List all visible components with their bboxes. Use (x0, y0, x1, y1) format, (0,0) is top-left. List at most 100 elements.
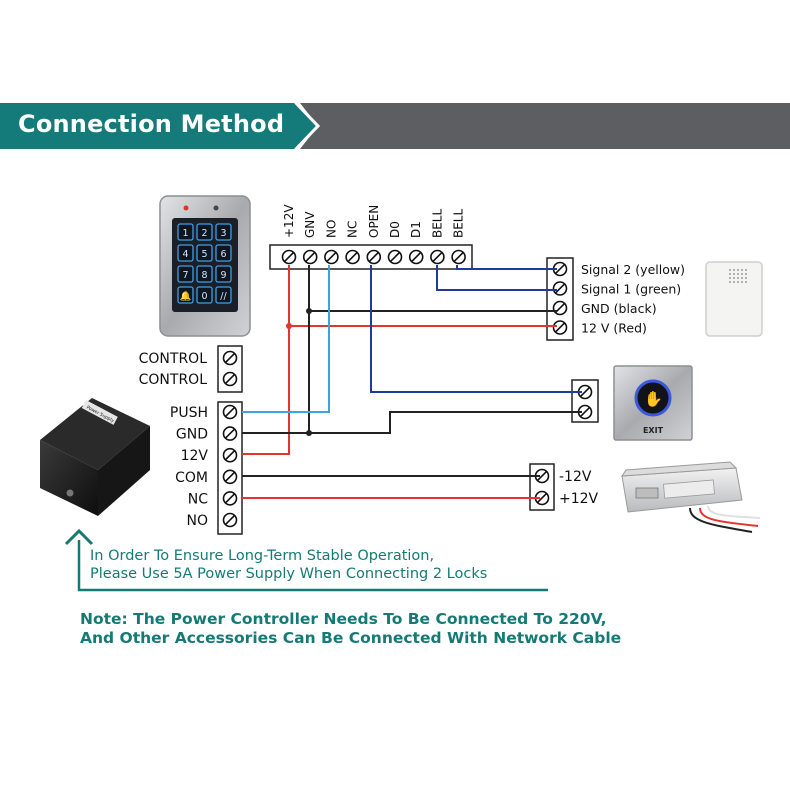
note-arrow (64, 528, 548, 592)
wire-keypad-no-to-psu-push (242, 265, 330, 413)
lock-connector (635, 487, 659, 499)
psu-main-labels: PUSH GND 12V COM NC NO (170, 405, 209, 529)
keypad-key-label: 2 (201, 228, 207, 239)
keypad-terminal-label: NO (324, 220, 338, 238)
terminal-screw-icon (366, 249, 382, 265)
terminal-screw-icon (451, 249, 466, 265)
keypad-key-label: 4 (182, 249, 188, 260)
keypad-terminal-label: OPEN (367, 205, 381, 238)
psu-terminal-label: GND (176, 427, 208, 443)
doorbell-terminal-screws (552, 261, 568, 335)
doorbell-terminal-label: 12 V (Red) (581, 321, 647, 336)
wire-junctions (286, 308, 312, 436)
note-arrow-head-icon (64, 528, 94, 546)
lock-terminal-label: -12V (559, 469, 592, 485)
terminal-screw-icon (222, 512, 238, 528)
terminal-screw-icon (324, 249, 339, 265)
psu-label-plate (81, 400, 118, 425)
psu-indicator-icon (66, 489, 74, 497)
terminal-screw-icon (222, 426, 238, 441)
psu-front-face (40, 440, 98, 516)
psu-terminal-label: NO (187, 513, 209, 529)
lock-terminal-screws (534, 468, 550, 506)
psu-terminal-label: PUSH (170, 405, 208, 421)
psu-terminal-label: 12V (181, 448, 209, 464)
terminal-screw-icon (534, 468, 550, 484)
lock-top-face (621, 461, 738, 477)
keypad-terminal-label: BELL (430, 209, 444, 239)
banner-gray-bar (300, 103, 790, 149)
lock-sticker (663, 479, 715, 499)
terminal-screw-icon (222, 350, 238, 366)
keypad-key (196, 223, 213, 241)
wire-keypad-gnd-to-psu-gnd (242, 265, 310, 434)
psu-control-label: CONTROL (139, 351, 208, 367)
terminal-screw-icon (222, 371, 238, 387)
supply-note-line-2: Please Use 5A Power Supply When Connecti… (90, 566, 488, 582)
lock-wire-white (707, 505, 761, 519)
wire-keypad-open-to-exit (370, 265, 582, 393)
terminal-screw-icon (408, 249, 424, 265)
doorbell-device (705, 261, 763, 337)
keypad-key (177, 244, 194, 262)
keypad-key-label: // (220, 291, 227, 302)
psu-terminal-label: COM (175, 470, 208, 486)
psu-side-face (98, 426, 150, 516)
keypad-key (215, 265, 232, 283)
wires (242, 265, 582, 499)
psu-terminal-label: NC (188, 491, 208, 507)
terminal-screw-icon (430, 249, 445, 265)
doorbell-terminal-label: Signal 1 (green) (581, 282, 681, 297)
keypad-key-label: 9 (220, 270, 226, 281)
keypad-key-label: 8 (201, 270, 207, 281)
keypad-terminal-label: BELL (452, 209, 466, 239)
doorbell-terminal-label: GND (black) (581, 301, 657, 316)
terminal-screw-icon (552, 281, 568, 296)
junction-dot (286, 323, 292, 329)
keypad-key (196, 244, 213, 262)
psu-main-screws (222, 404, 238, 528)
keypad-terminal-label: +12V (282, 204, 296, 238)
exit-button-label: EXIT (643, 426, 664, 435)
wire-bell-signal-2 (456, 265, 557, 270)
terminal-screw-icon (222, 469, 238, 485)
psu-top-face (40, 398, 150, 470)
main-note-line-1: Note: The Power Controller Needs To Be C… (80, 610, 607, 628)
banner-chevron (294, 103, 321, 149)
main-note-line-2: And Other Accessories Can Be Connected W… (80, 629, 622, 647)
lock-wire-red (699, 507, 759, 527)
terminal-screw-icon (552, 300, 568, 316)
wire-bell-signal-1 (436, 265, 557, 291)
doorbell-body (705, 261, 763, 337)
psu-main-terminal-block (217, 401, 243, 535)
doorbell-terminal-label: Signal 2 (yellow) (581, 262, 685, 277)
keypad-key (215, 244, 232, 262)
keypad-key-label: 1 (182, 228, 188, 239)
keypad-key (177, 265, 194, 283)
keypad-key-label: 0 (201, 291, 207, 302)
keypad-key-label: 3 (220, 228, 226, 239)
terminal-screw-icon (302, 249, 318, 265)
keypad-terminal-label: D1 (409, 221, 423, 238)
terminal-screw-icon (345, 249, 360, 265)
keypad-key (215, 286, 232, 304)
wire-exit-gnd (309, 411, 582, 434)
note-arrow-line (77, 540, 548, 592)
terminal-screw-icon (281, 249, 297, 265)
lock-terminal-label: +12V (559, 491, 599, 507)
lock-wire-black (689, 507, 753, 533)
keypad-led-red-icon (183, 205, 189, 211)
doorbell-terminal-labels: Signal 2 (yellow) Signal 1 (green) GND (bl… (581, 262, 685, 336)
header-banner (0, 103, 790, 149)
keypad-key (196, 265, 213, 283)
junction-dot (306, 308, 312, 314)
terminal-screw-icon (552, 320, 568, 335)
keypad-key-label: 5 (201, 249, 207, 260)
keypad-key (215, 223, 232, 241)
keypad-terminal-screws (281, 249, 466, 265)
